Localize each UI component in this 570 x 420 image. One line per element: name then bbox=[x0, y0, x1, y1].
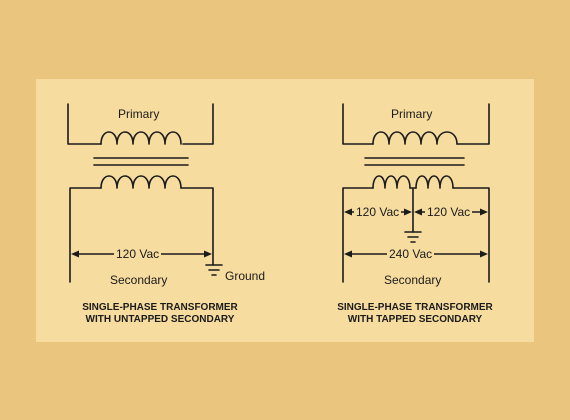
left-primary-lead-right bbox=[182, 103, 214, 145]
right-right-half-label: 120 Vac bbox=[425, 205, 473, 219]
right-primary-lead-left bbox=[342, 103, 374, 145]
right-caption-line-1: SINGLE-PHASE TRANSFORMER bbox=[337, 302, 493, 313]
right-caption: SINGLE-PHASE TRANSFORMER WITH TAPPED SEC… bbox=[315, 302, 515, 326]
left-primary-label: Primary bbox=[118, 107, 160, 121]
left-secondary-lead-left bbox=[69, 187, 102, 283]
left-primary-coil bbox=[100, 131, 182, 145]
left-arrowhead-right bbox=[204, 250, 212, 258]
right-half-arrowhead-3 bbox=[414, 208, 422, 216]
right-secondary-coil-right bbox=[415, 175, 454, 189]
right-left-half-label: 120 Vac bbox=[354, 205, 402, 219]
right-primary-lead-right bbox=[456, 103, 490, 145]
left-secondary-coil bbox=[100, 175, 182, 189]
left-transformer bbox=[67, 103, 223, 283]
left-voltage-label: 120 Vac bbox=[114, 247, 162, 261]
left-secondary-label: Secondary bbox=[110, 273, 168, 287]
right-total-label: 240 Vac bbox=[387, 247, 435, 261]
left-caption: SINGLE-PHASE TRANSFORMER WITH UNTAPPED S… bbox=[60, 302, 260, 326]
left-primary-lead-left bbox=[67, 103, 102, 145]
right-primary-label: Primary bbox=[391, 107, 433, 121]
left-caption-line-2: WITH UNTAPPED SECONDARY bbox=[85, 314, 235, 325]
right-secondary-coil-left bbox=[372, 175, 411, 189]
left-ground-label: Ground bbox=[225, 269, 266, 283]
right-caption-line-2: WITH TAPPED SECONDARY bbox=[347, 314, 483, 325]
right-primary-coil bbox=[372, 131, 458, 145]
right-secondary-lead-right bbox=[452, 187, 490, 283]
right-secondary-label: Secondary bbox=[384, 273, 442, 287]
left-secondary-lead-right bbox=[180, 187, 214, 266]
left-arrowhead-left bbox=[71, 250, 79, 258]
left-caption-line-1: SINGLE-PHASE TRANSFORMER bbox=[82, 302, 238, 313]
right-center-tap bbox=[409, 187, 417, 233]
right-secondary-lead-left bbox=[342, 187, 374, 283]
right-total-arrowhead-left bbox=[344, 250, 352, 258]
right-half-arrowhead-2 bbox=[404, 208, 412, 216]
right-half-arrowhead-4 bbox=[480, 208, 488, 216]
right-total-arrowhead-right bbox=[480, 250, 488, 258]
right-half-arrowhead-1 bbox=[344, 208, 352, 216]
